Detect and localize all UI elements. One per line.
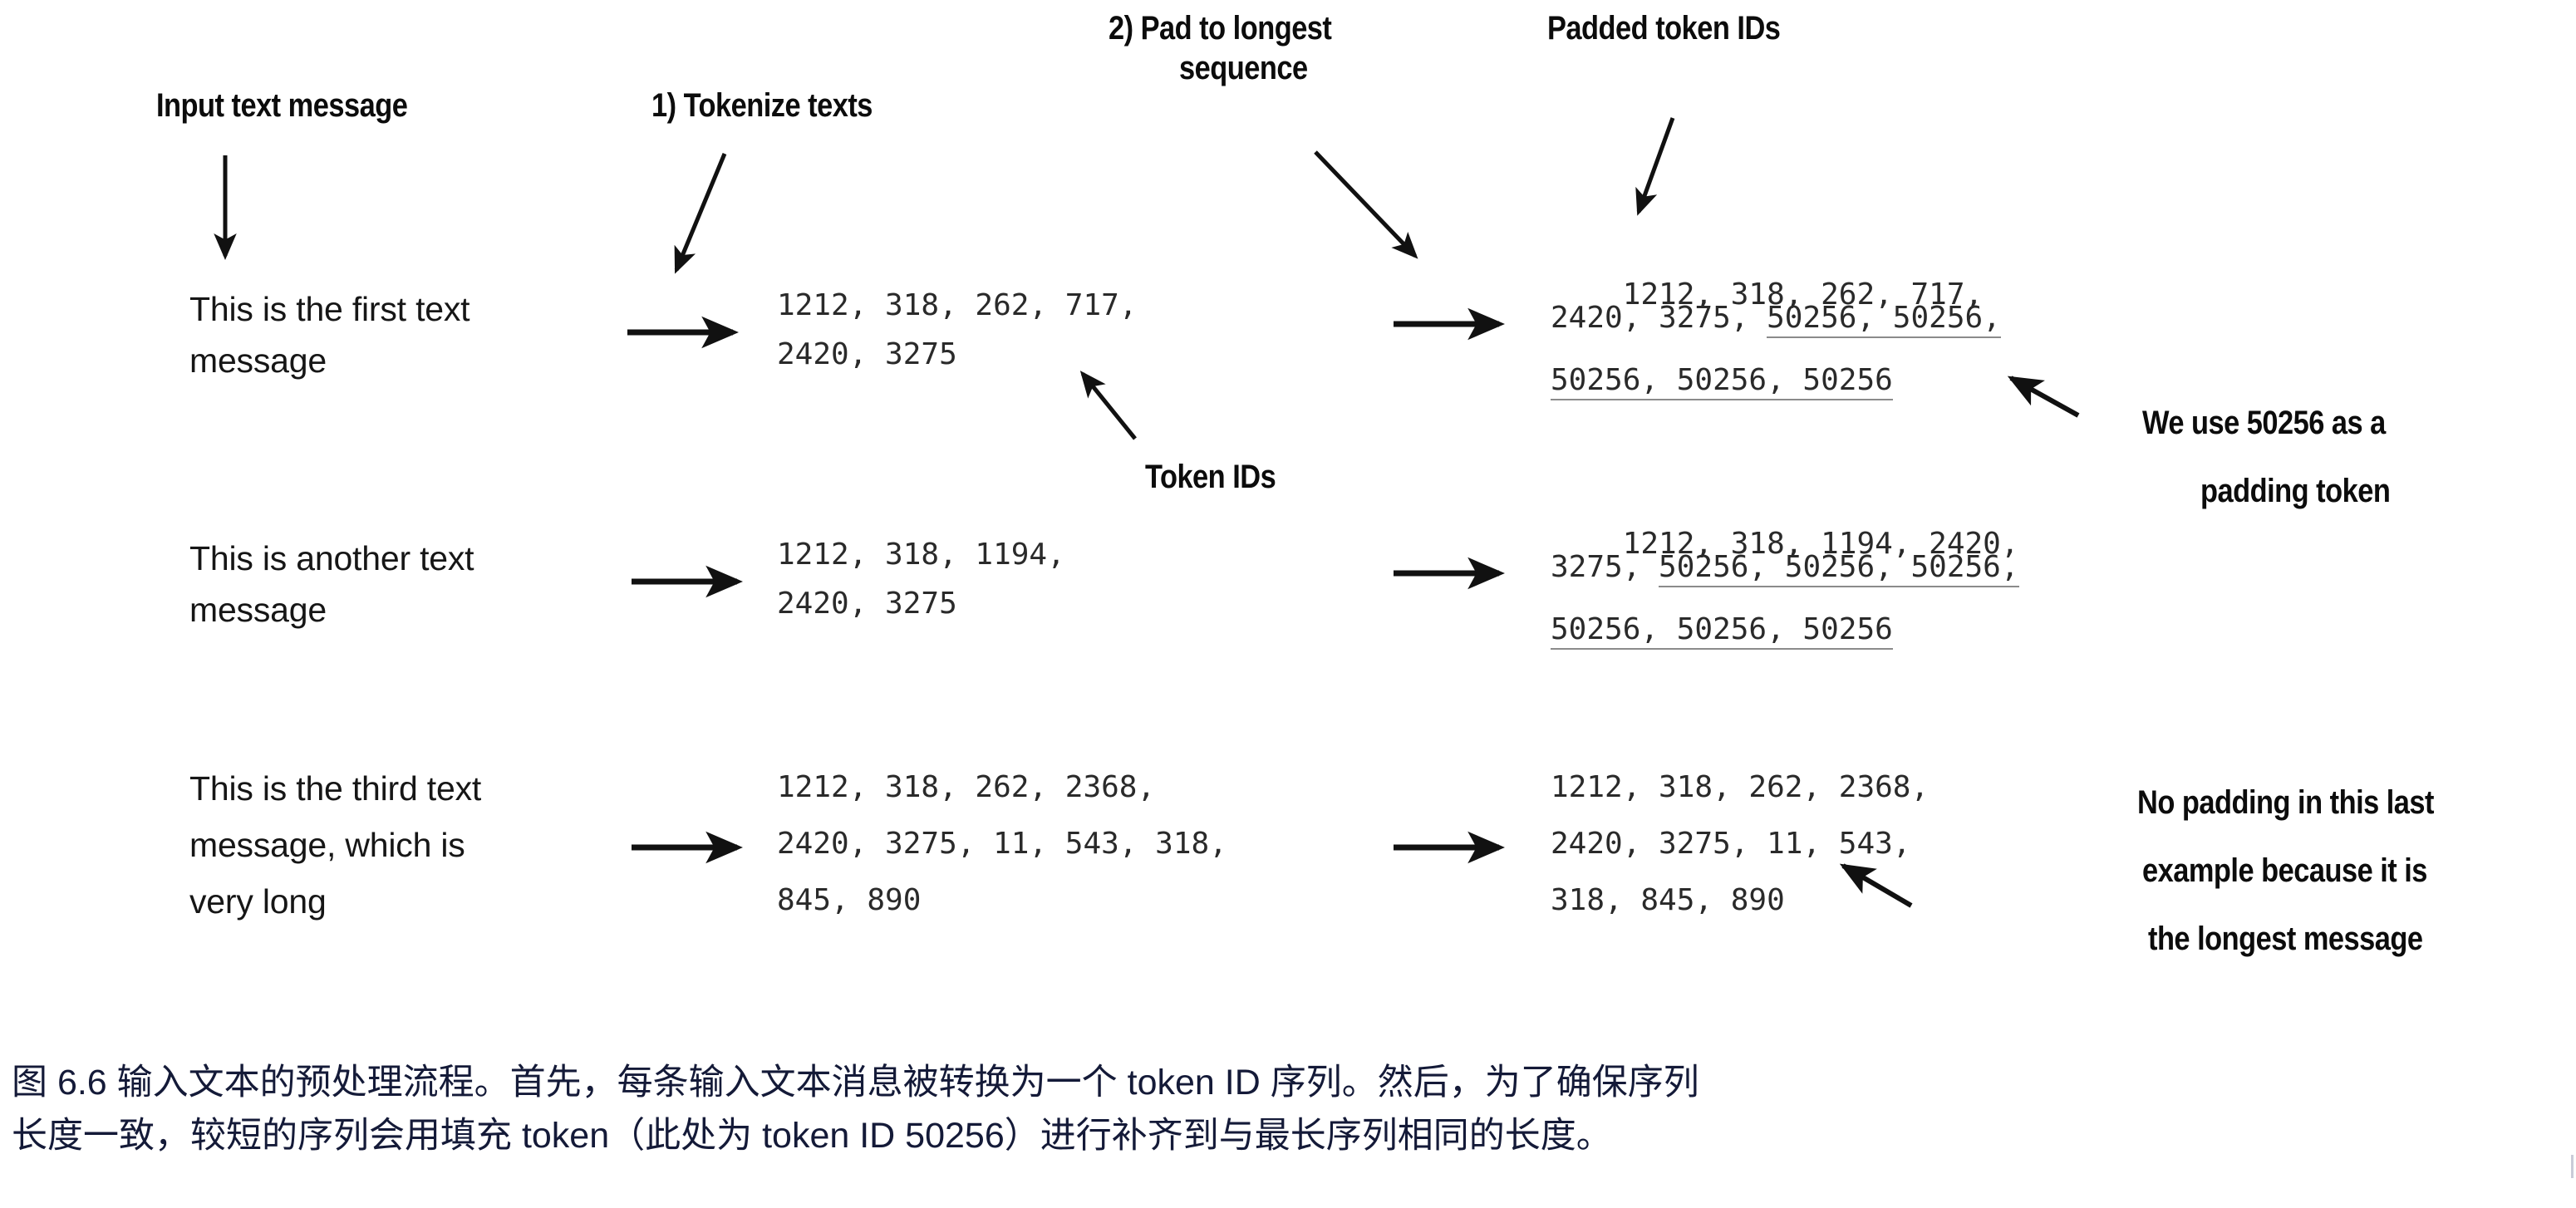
arrow-padded-token-ids [1635, 117, 1675, 216]
row3-message-line3: very long [189, 882, 327, 921]
figure-caption-line1: 图 6.6 输入文本的预处理流程。首先，每条输入文本消息被转换为一个 token… [12, 1063, 1699, 1102]
arrow-tokenize-texts [674, 153, 727, 274]
arrow-no-padding-note [1839, 863, 1913, 908]
row1-message-line2: message [189, 341, 327, 380]
arrow-padding-note [2007, 376, 2080, 418]
row2-padded-line1: 1212, 318, 1194, 2420, [1551, 486, 2019, 602]
row1-padded-line3-padtokens: 50256, 50256, 50256 [1551, 363, 1893, 400]
row2-padded-line2: 3275, 50256, 50256, 50256, [1551, 548, 2019, 587]
label-no-padding-note-line3: the longest message [2148, 921, 2423, 957]
row3-padded-line2: 2420, 3275, 11, 543, [1551, 827, 1911, 861]
row1-padded-line1-text: 1212, 318, 262, 717, [1622, 277, 1984, 312]
row3-token-ids-line1: 1212, 318, 262, 2368, [777, 770, 1156, 804]
row1-padded-line2-plain: 2420, 3275, [1551, 301, 1767, 335]
page-edge-mark [2571, 1155, 2574, 1178]
row2-padded-line2-plain: 3275, [1551, 550, 1659, 584]
arrow-token-ids [1079, 371, 1137, 440]
figure-caption: 图 6.6 输入文本的预处理流程。首先，每条输入文本消息被转换为一个 token… [12, 1057, 2563, 1162]
row2-padded-line1-text: 1212, 318, 1194, 2420, [1622, 526, 2019, 561]
row1-padded-line2: 2420, 3275, 50256, 50256, [1551, 299, 2001, 338]
row1-token-ids-line1: 1212, 318, 262, 717, [777, 288, 1138, 322]
label-tokenize-texts: 1) Tokenize texts [651, 87, 873, 124]
label-padding-note-line2: padding token [2200, 473, 2391, 509]
label-no-padding-note-line2: example because it is [2142, 852, 2427, 889]
row2-token-ids-line2: 2420, 3275 [777, 587, 957, 621]
row2-padded-line2-padtokens: 50256, 50256, 50256, [1659, 550, 2019, 587]
row2-message-line1: This is another text [189, 539, 474, 577]
row3-padded-line3: 318, 845, 890 [1551, 883, 1785, 917]
row1-padded-line3: 50256, 50256, 50256 [1551, 361, 1893, 400]
row1-token-ids-line2: 2420, 3275 [777, 337, 957, 371]
label-no-padding-note-line1: No padding in this last [2137, 784, 2434, 821]
row3-message-line1: This is the third text [189, 769, 482, 808]
figure-caption-line2: 长度一致，较短的序列会用填充 token（此处为 token ID 50256）… [12, 1115, 1612, 1156]
row3-padded-line1: 1212, 318, 262, 2368, [1551, 770, 1930, 804]
row2-message-line2: message [189, 591, 327, 629]
row3-token-ids-line3: 845, 890 [777, 883, 922, 917]
row3-token-ids-line2: 2420, 3275, 11, 543, 318, [777, 827, 1227, 861]
label-input-text-message: Input text message [156, 87, 408, 124]
label-pad-to-longest-line2: sequence [1179, 50, 1308, 86]
row1-padded-line1: 1212, 318, 262, 717, [1551, 237, 1983, 353]
row2-padded-line3-padtokens: 50256, 50256, 50256 [1551, 612, 1893, 650]
label-padded-token-ids: Padded token IDs [1547, 10, 1781, 47]
row1-padded-line2-padtokens: 50256, 50256, [1767, 301, 2001, 338]
row3-message-line2: message, which is [189, 826, 465, 864]
label-padding-note-line1: We use 50256 as a [2142, 405, 2386, 441]
row2-padded-line3: 50256, 50256, 50256 [1551, 611, 1893, 650]
arrow-pad-to-longest [1314, 150, 1418, 259]
label-token-ids: Token IDs [1145, 459, 1276, 495]
row1-message-line1: This is the first text [189, 290, 470, 328]
row2-token-ids-line1: 1212, 318, 1194, [777, 538, 1065, 572]
label-pad-to-longest-line1: 2) Pad to longest [1109, 10, 1332, 47]
